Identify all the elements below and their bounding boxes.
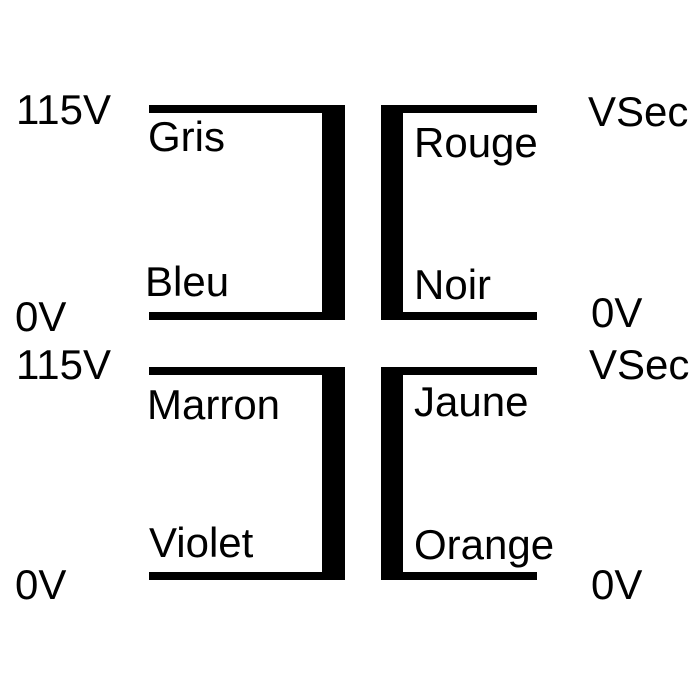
wire-line-jaune	[381, 367, 537, 375]
wire-line-violet	[149, 572, 345, 580]
terminal-label-secondary-bottom-vsec: VSec	[589, 341, 690, 388]
wire-line-noir	[381, 312, 537, 320]
terminal-label-primary-bottom-115v: 115V	[16, 341, 111, 388]
winding-primary-top	[149, 105, 345, 320]
terminal-label-secondary-top-vsec: VSec	[588, 88, 689, 135]
winding-core-bar	[322, 105, 345, 320]
wire-label-marron: Marron	[147, 381, 281, 428]
wire-label-jaune: Jaune	[414, 378, 529, 425]
wire-line-gris	[149, 105, 345, 113]
winding-core-bar	[381, 367, 403, 580]
wire-label-orange: Orange	[414, 521, 555, 568]
terminal-label-primary-top-115v: 115V	[16, 86, 111, 133]
terminal-label-secondary-bottom-0v: 0V	[591, 561, 643, 608]
winding-core-bar	[322, 367, 345, 580]
terminal-label-primary-top-0v: 0V	[15, 293, 67, 340]
wire-line-bleu	[149, 312, 345, 320]
terminal-label-secondary-top-0v: 0V	[591, 289, 643, 336]
wire-line-orange	[381, 572, 537, 580]
wire-line-marron	[149, 367, 345, 375]
wire-label-noir: Noir	[414, 261, 492, 308]
terminal-label-primary-bottom-0v: 0V	[15, 561, 67, 608]
winding-secondary-bottom	[381, 367, 537, 580]
wire-label-rouge: Rouge	[414, 119, 538, 166]
wire-label-bleu: Bleu	[145, 258, 230, 305]
winding-secondary-top	[381, 105, 537, 320]
winding-core-bar	[381, 105, 403, 320]
winding-primary-bottom	[149, 367, 345, 580]
wire-line-rouge	[381, 105, 537, 113]
wire-label-gris: Gris	[148, 113, 225, 160]
wire-label-violet: Violet	[149, 519, 254, 566]
